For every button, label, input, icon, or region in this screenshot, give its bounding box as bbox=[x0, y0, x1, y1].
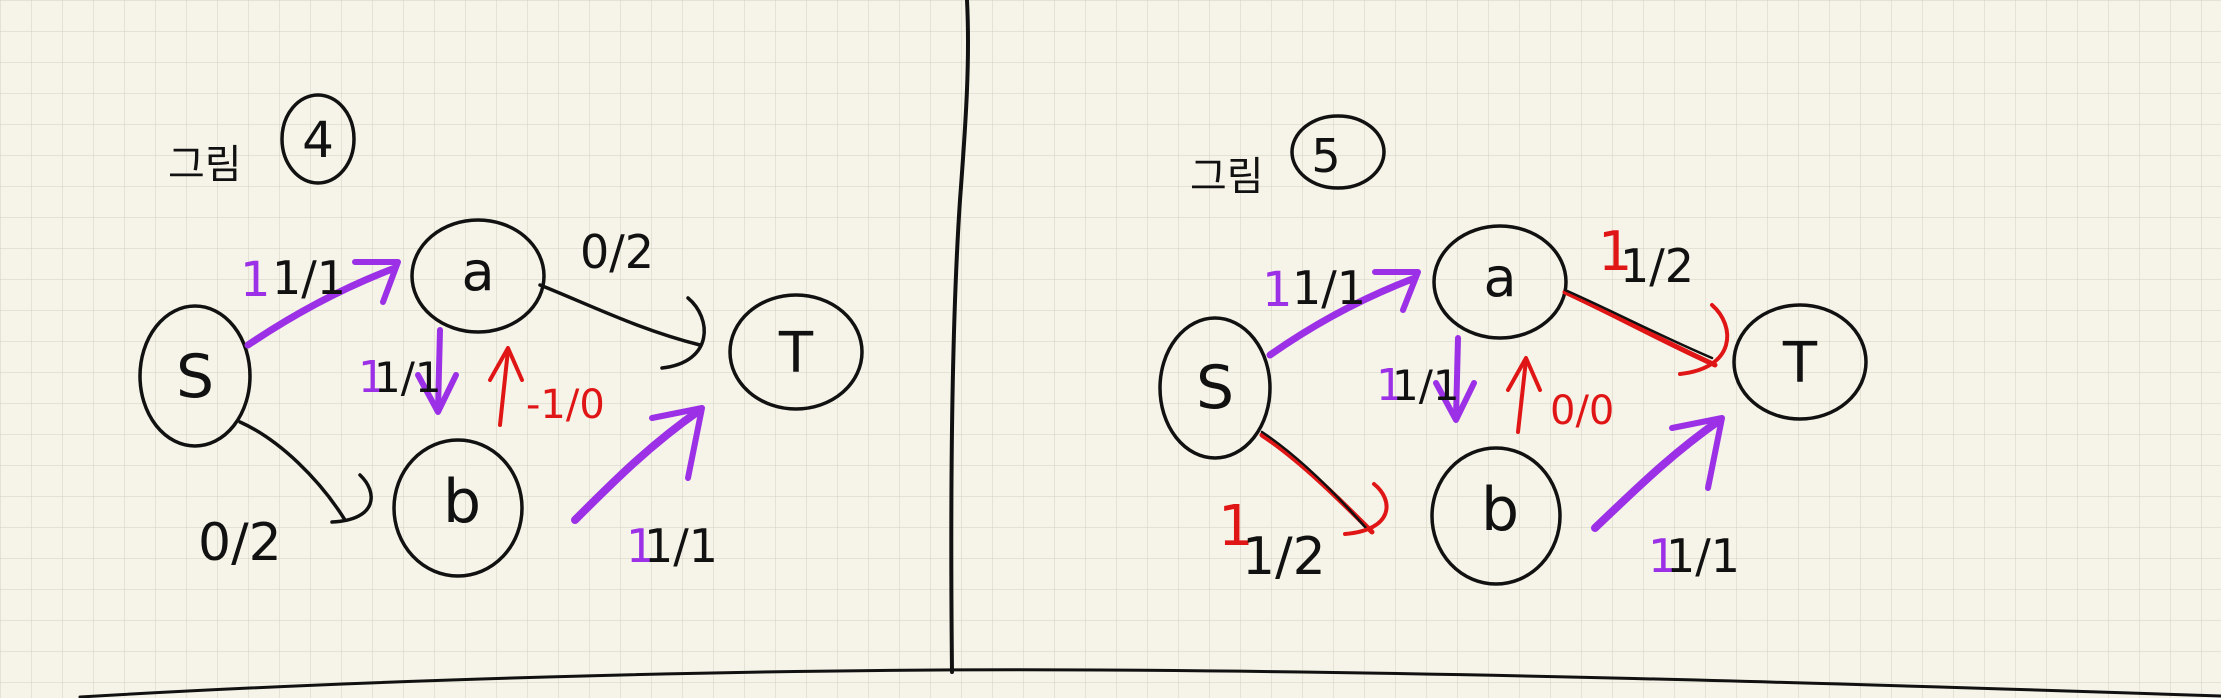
panel-2-title-text: 그림 bbox=[1190, 154, 1264, 200]
edge-b-t-arrowhead bbox=[649, 405, 705, 481]
edge-s-a-arrowhead bbox=[1372, 269, 1421, 313]
flow-network-panel-1: 그림 4 S a b T 1 1/1 0/2 1 1/1 -1/0 0/2 bbox=[138, 93, 864, 578]
edge-s-b bbox=[238, 420, 347, 522]
edge-b-t bbox=[571, 406, 704, 524]
edge-s-a-label: 1/1 bbox=[1292, 261, 1366, 315]
node-a-label: a bbox=[461, 240, 494, 303]
edge-b-a-reverse bbox=[1516, 358, 1528, 434]
edge-s-a-label: 1/1 bbox=[272, 251, 346, 305]
edge-s-b-arrowhead bbox=[1343, 482, 1389, 536]
edge-b-a-reverse-arrowhead bbox=[488, 346, 524, 382]
node-a bbox=[410, 218, 546, 334]
edge-s-a bbox=[244, 264, 399, 349]
node-t bbox=[728, 293, 864, 411]
edge-s-b-mark: 1 bbox=[1218, 494, 1254, 559]
edge-a-t-overlay bbox=[1563, 288, 1714, 360]
edge-b-t bbox=[1591, 416, 1724, 532]
edge-a-b-label: 1/1 bbox=[374, 353, 442, 402]
node-t bbox=[1732, 303, 1868, 421]
edge-a-b-label: 1/1 bbox=[1392, 361, 1460, 410]
edge-s-a-mark: 1 bbox=[240, 252, 271, 308]
edge-b-t-mark: 1 bbox=[626, 519, 655, 573]
edge-a-b-arrowhead bbox=[415, 372, 459, 415]
edge-a-t-mark: 1 bbox=[1598, 220, 1632, 283]
flow-network-panel-2: 그림 5 S a b T 1 1/1 1 1/2 1 1/1 0/0 bbox=[1158, 114, 1868, 587]
divider-line bbox=[949, 0, 971, 674]
edge-s-b-arrowhead bbox=[330, 473, 373, 524]
edge-b-t-arrowhead bbox=[1669, 415, 1725, 491]
edge-a-b-mark: 1 bbox=[358, 352, 386, 403]
edge-a-t-arrowhead bbox=[660, 296, 706, 370]
node-t-label: T bbox=[778, 321, 814, 386]
edge-a-t bbox=[1562, 289, 1718, 368]
node-s bbox=[1158, 316, 1272, 460]
edge-a-b bbox=[435, 327, 443, 413]
edge-a-b-arrowhead bbox=[1433, 380, 1477, 423]
node-b bbox=[392, 438, 524, 578]
node-s bbox=[138, 304, 252, 448]
edge-a-t-label: 0/2 bbox=[580, 225, 654, 279]
node-s-label: S bbox=[176, 342, 214, 412]
panel-1-title-circle bbox=[280, 93, 356, 185]
edge-b-a-reverse bbox=[498, 348, 510, 427]
node-t-label: T bbox=[1782, 331, 1818, 396]
node-b bbox=[1430, 446, 1562, 586]
edge-s-b-overlay bbox=[1260, 430, 1368, 530]
edge-a-b bbox=[1453, 335, 1461, 421]
panel-1-title-number: 4 bbox=[302, 111, 334, 169]
edge-a-b-mark: 1 bbox=[1376, 360, 1404, 411]
edge-s-a bbox=[1266, 274, 1419, 359]
node-a bbox=[1432, 224, 1568, 340]
node-s-label: S bbox=[1196, 353, 1234, 423]
edge-b-a-reverse-label: 0/0 bbox=[1550, 388, 1614, 434]
edge-b-a-reverse-arrowhead bbox=[1506, 356, 1542, 392]
edge-b-t-mark: 1 bbox=[1648, 529, 1677, 583]
panel-1-title-text: 그림 bbox=[168, 142, 242, 188]
edge-b-a-reverse-label: -1/0 bbox=[526, 382, 605, 428]
bottom-line bbox=[78, 668, 2221, 698]
edge-a-t-arrowhead bbox=[1678, 303, 1730, 376]
edge-s-a-mark: 1 bbox=[1262, 262, 1293, 318]
edge-s-a-arrowhead bbox=[352, 259, 401, 305]
node-a-label: a bbox=[1483, 246, 1516, 309]
edge-a-t-label: 1/2 bbox=[1620, 239, 1694, 293]
edge-s-b-label: 1/2 bbox=[1242, 527, 1326, 587]
node-b-label: b bbox=[1481, 475, 1519, 545]
panel-2-title-circle bbox=[1290, 114, 1386, 190]
node-b-label: b bbox=[443, 467, 481, 537]
edge-b-t-label: 1/1 bbox=[644, 519, 718, 573]
edge-b-t-label: 1/1 bbox=[1666, 529, 1740, 583]
edge-a-t bbox=[538, 283, 702, 347]
panel-2-title-number: 5 bbox=[1311, 129, 1340, 183]
edge-s-b-label: 0/2 bbox=[198, 513, 282, 573]
